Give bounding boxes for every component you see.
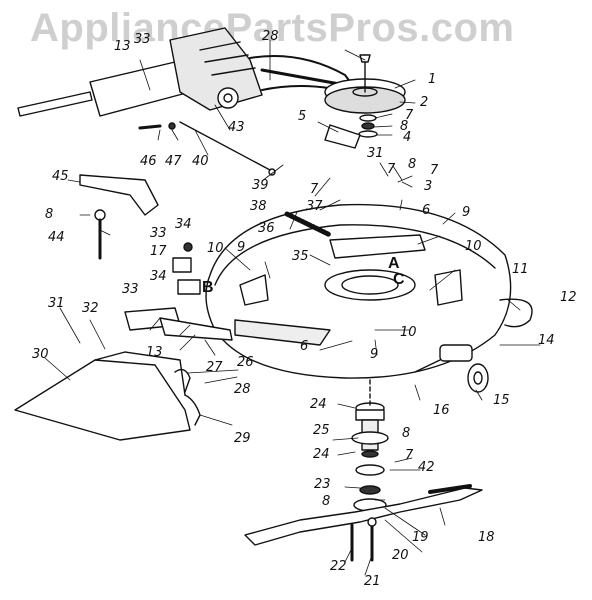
callout-8: 8 [408,157,417,172]
reference-b: B [202,279,214,296]
callout-8: 8 [402,426,411,441]
callout-1: 1 [428,72,437,87]
callout-33: 33 [150,226,167,241]
callout-8: 8 [400,119,409,134]
discharge-chute [14,351,191,441]
reference-a: A [388,255,400,272]
callout-11: 11 [512,262,529,277]
callout-34: 34 [175,217,192,232]
callout-8: 8 [322,494,331,509]
callout-4: 4 [403,130,412,145]
callout-2: 2 [420,95,429,110]
callout-10: 10 [207,241,224,256]
callout-44: 44 [48,230,65,245]
callout-19: 19 [412,530,429,545]
callout-16: 16 [433,403,450,418]
callout-40: 40 [192,154,209,169]
callout-9: 9 [462,205,471,220]
callout-13: 13 [146,345,163,360]
callout-7: 7 [405,108,414,123]
callout-23: 23 [314,477,331,492]
callout-33: 33 [122,282,139,297]
callout-7: 7 [310,182,319,197]
watermark: AppliancePartsPros.com [30,6,515,50]
callout-13: 13 [114,39,131,54]
pulley [324,54,406,114]
callout-43: 43 [228,120,245,135]
callout-47: 47 [165,154,182,169]
callout-8: 8 [45,207,54,222]
callout-29: 29 [234,431,251,446]
callout-10: 10 [400,325,417,340]
deck-housing [205,203,512,379]
callout-9: 9 [370,347,379,362]
callout-27: 27 [206,360,223,375]
callout-21: 21 [364,574,381,589]
callout-10: 10 [465,239,482,254]
callout-6: 6 [300,339,309,354]
callout-9: 9 [237,240,246,255]
callout-22: 22 [330,559,347,574]
callout-45: 45 [52,169,69,184]
callout-28: 28 [234,382,251,397]
callout-39: 39 [252,178,269,193]
callout-36: 36 [258,221,275,236]
blade-spindle [351,379,389,512]
callout-18: 18 [478,530,495,545]
callout-28: 28 [262,29,279,44]
callout-46: 46 [140,154,157,169]
mower-blade [244,487,483,546]
callout-5: 5 [298,109,307,124]
reference-c: C [393,271,405,288]
callout-7: 7 [405,448,414,463]
callout-31: 31 [367,146,384,161]
callout-24: 24 [313,447,330,462]
callout-7: 7 [387,162,396,177]
anti-scalp-roller [439,344,489,393]
callout-6: 6 [422,203,431,218]
callout-12: 12 [560,290,577,305]
callout-20: 20 [392,548,409,563]
callout-33: 33 [134,32,151,47]
callout-35: 35 [292,249,309,264]
callout-32: 32 [82,301,99,316]
callout-14: 14 [538,333,555,348]
callout-37: 37 [306,199,323,214]
callout-7: 7 [430,163,439,178]
callout-26: 26 [237,355,254,370]
callout-15: 15 [493,393,510,408]
callout-38: 38 [250,199,267,214]
callout-31: 31 [48,296,65,311]
callout-34: 34 [150,269,167,284]
callout-42: 42 [418,460,435,475]
callout-3: 3 [424,179,433,194]
callout-30: 30 [32,347,49,362]
drive-shaft-assembly [17,27,263,117]
callout-24: 24 [310,397,327,412]
callout-25: 25 [313,423,330,438]
callout-17: 17 [150,244,167,259]
